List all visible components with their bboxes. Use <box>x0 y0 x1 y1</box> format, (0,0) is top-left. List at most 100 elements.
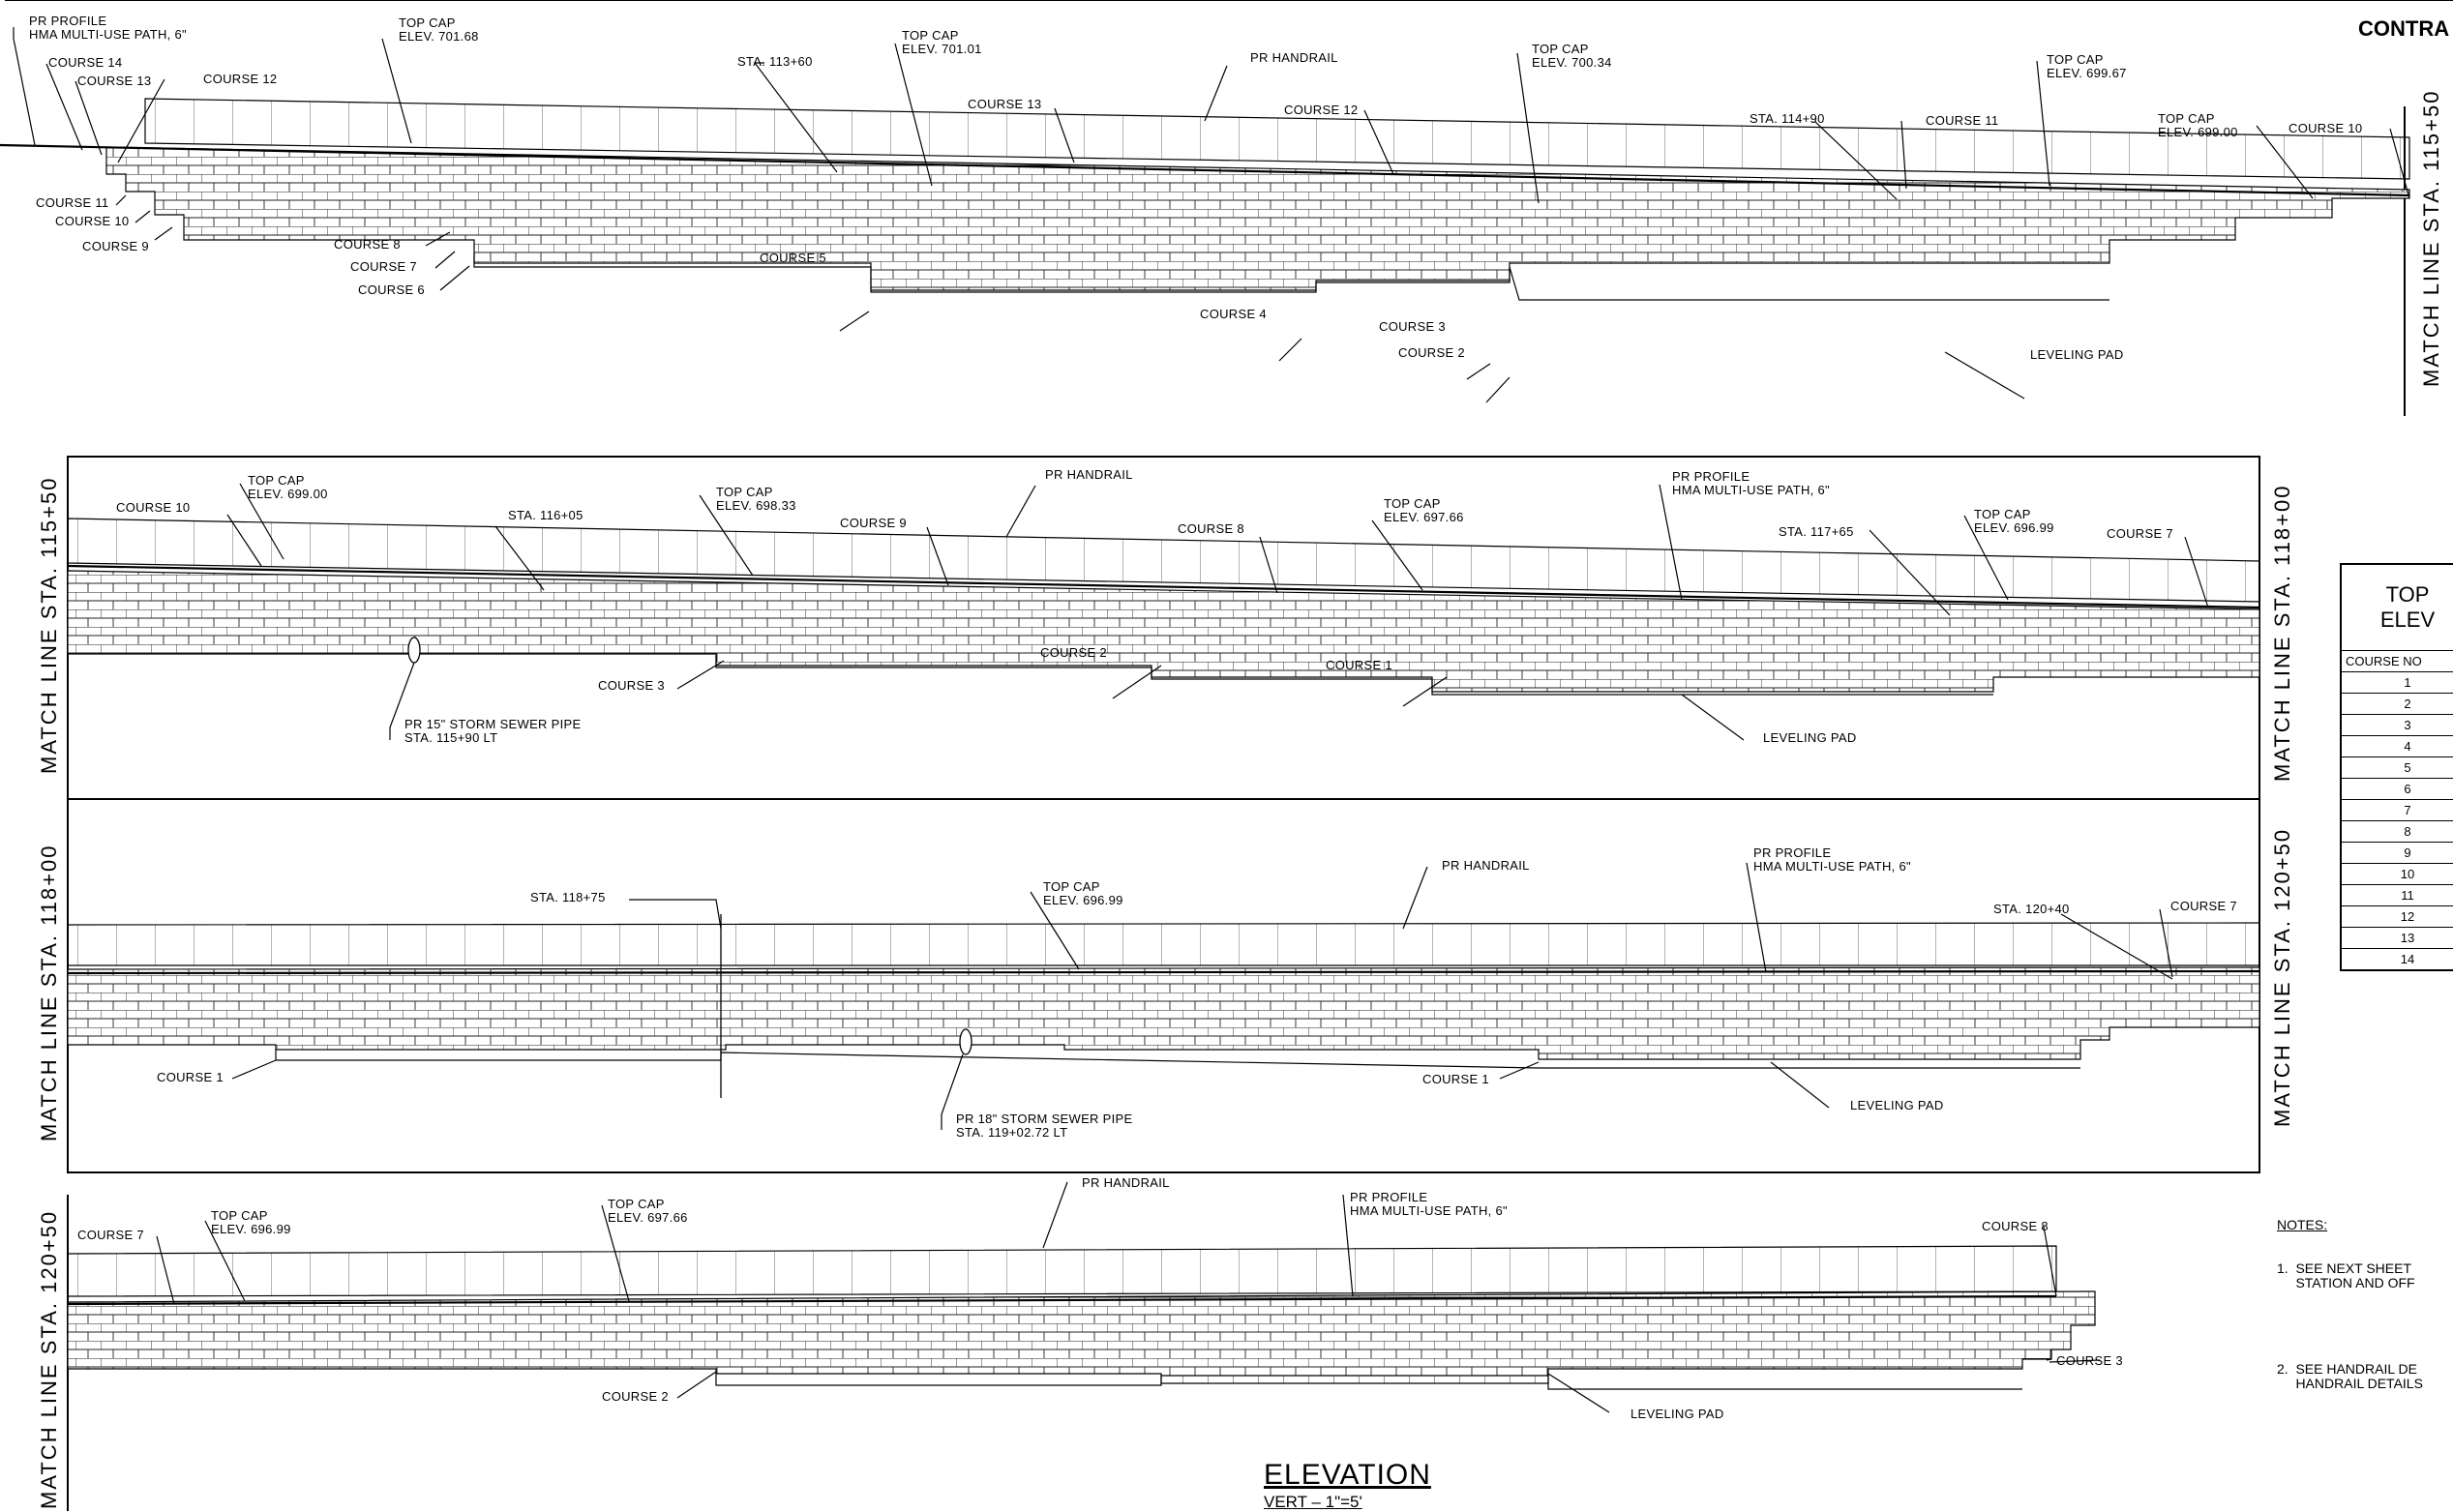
table-row: 4 <box>2340 735 2453 757</box>
table-row: 12 <box>2340 905 2453 928</box>
panel2-pr-profile-label: PR PROFILE HMA MULTI-USE PATH, 6" <box>1672 469 1830 497</box>
panel3-sta-118-75: STA. 118+75 <box>530 890 606 904</box>
table-row: 13 <box>2340 927 2453 949</box>
panel2-topcap-696-99: TOP CAP ELEV. 696.99 <box>1974 507 2054 535</box>
panel4-course7-label: COURSE 7 <box>77 1228 144 1242</box>
sheet-title: CONTRA <box>2358 16 2450 41</box>
panel4-pr-profile-label: PR PROFILE HMA MULTI-USE PATH, 6" <box>1350 1190 1508 1218</box>
panel4-brick-wall <box>67 1290 2096 1384</box>
panel4-leveling-pad-label: LEVELING PAD <box>1630 1407 1724 1421</box>
table-row: 6 <box>2340 778 2453 800</box>
panel4-course8-label: COURSE 8 <box>1982 1219 2049 1233</box>
panel1-course14-label: COURSE 14 <box>48 55 123 70</box>
panel4-course2-label: COURSE 2 <box>602 1389 669 1404</box>
panel1-match-line-right: MATCH LINE STA. 115+50 <box>2419 89 2443 387</box>
panel3-topcap-696-99: TOP CAP ELEV. 696.99 <box>1043 879 1123 907</box>
panel4-profile-line <box>67 1294 2057 1306</box>
panel2-match-line-right: MATCH LINE STA. 118+00 <box>2270 484 2294 782</box>
panel4-course3-label: COURSE 3 <box>2056 1353 2123 1368</box>
panel1-course7-label: COURSE 7 <box>350 259 417 274</box>
panel1-course13b-label: COURSE 13 <box>968 97 1042 111</box>
panel3-leveling-pad-label: LEVELING PAD <box>1850 1098 1944 1112</box>
panel1-course4-label: COURSE 4 <box>1200 307 1267 321</box>
panel2-leveling-pad-label: LEVELING PAD <box>1763 730 1857 745</box>
table-row: 3 <box>2340 714 2453 736</box>
panel1-course3-label: COURSE 3 <box>1379 319 1446 334</box>
panel2-topcap-699-00: TOP CAP ELEV. 699.00 <box>248 473 328 501</box>
panel1-course10b-label: COURSE 10 <box>2288 121 2363 135</box>
table-row: 8 <box>2340 820 2453 843</box>
panel4-handrail <box>67 1245 2057 1297</box>
panel1-course2-label: COURSE 2 <box>1398 345 1465 360</box>
panel1-course5-label: COURSE 5 <box>760 251 826 265</box>
notes-heading: NOTES: <box>2277 1217 2328 1232</box>
panel1-course6-label: COURSE 6 <box>358 282 425 297</box>
table-row: 14 <box>2340 948 2453 971</box>
table-col-header: COURSE NO <box>2340 650 2453 672</box>
panel2-leveling-pad <box>715 656 1993 696</box>
panel1-course12b-label: COURSE 12 <box>1284 103 1359 117</box>
elevation-title: ELEVATION <box>1264 1459 1431 1491</box>
top-cap-elevation-table: TOP ELEV COURSE NO 1 2 3 4 5 6 7 8 9 10 … <box>2340 563 2453 971</box>
panel1-leveling-pad <box>473 253 2109 301</box>
panel1-course8-label: COURSE 8 <box>334 237 401 252</box>
panel2-course3-label: COURSE 3 <box>598 678 665 693</box>
panel3-course1-right-label: COURSE 1 <box>1422 1072 1489 1086</box>
panel3-storm-pipe <box>959 1028 972 1055</box>
panel2-topcap-697-66: TOP CAP ELEV. 697.66 <box>1384 496 1464 524</box>
panel2-sta-117-65: STA. 117+65 <box>1779 524 1854 539</box>
panel1-handrail-label: PR HANDRAIL <box>1250 50 1338 65</box>
sheet-border <box>5 0 2453 1511</box>
table-row: 5 <box>2340 756 2453 779</box>
panel1-course11-label: COURSE 11 <box>36 195 109 210</box>
panel2-match-line-left: MATCH LINE STA. 115+50 <box>37 476 61 774</box>
panel4-match-line-left: MATCH LINE STA. 120+50 <box>37 1209 61 1509</box>
panel1-topcap-699-00: TOP CAP ELEV. 699.00 <box>2158 111 2238 139</box>
panel2-sta-116-05: STA. 116+05 <box>508 508 583 522</box>
panel2-course9-label: COURSE 9 <box>840 516 907 530</box>
table-row: 10 <box>2340 863 2453 885</box>
panel3-brick-wall <box>67 966 2260 1060</box>
table-row: 11 <box>2340 884 2453 906</box>
panel4-topcap-697-66: TOP CAP ELEV. 697.66 <box>608 1197 688 1225</box>
panel1-wall <box>0 98 2410 301</box>
panel2-course8-label: COURSE 8 <box>1178 521 1244 536</box>
panel2-course7-label: COURSE 7 <box>2107 526 2173 541</box>
panel2-profile-line <box>67 564 2260 609</box>
panel1-pr-profile-label: PR PROFILE HMA MULTI-USE PATH, 6" <box>29 14 187 42</box>
panel1-sta-113-60: STA. 113+60 <box>737 54 813 69</box>
panel4-handrail-label: PR HANDRAIL <box>1082 1175 1170 1190</box>
panel4-leveling-pad <box>715 1372 2022 1390</box>
panel1-course12-label: COURSE 12 <box>203 72 278 86</box>
elevation-scale: VERT – 1"=5' <box>1264 1493 1362 1511</box>
panel3-course7-label: COURSE 7 <box>2170 899 2237 913</box>
panel3-match-line-right: MATCH LINE STA. 120+50 <box>2270 827 2294 1127</box>
panel1-sta-114-90: STA. 114+90 <box>1750 111 1825 126</box>
panel1-topcap-699-67: TOP CAP ELEV. 699.67 <box>2047 52 2127 80</box>
panel3-handrail <box>67 922 2260 966</box>
panel3-course1-left-label: COURSE 1 <box>157 1070 224 1084</box>
panel2-course2-label: COURSE 2 <box>1040 645 1107 660</box>
panel1-topcap-701-01: TOP CAP ELEV. 701.01 <box>902 28 982 56</box>
panel3-pr-profile-label: PR PROFILE HMA MULTI-USE PATH, 6" <box>1753 845 1911 874</box>
table-row: 9 <box>2340 842 2453 864</box>
panel2-handrail-label: PR HANDRAIL <box>1045 467 1133 482</box>
leader-lines <box>13 27 2410 1413</box>
panel1-topcap-700-34: TOP CAP ELEV. 700.34 <box>1532 42 1612 70</box>
table-header: TOP ELEV <box>2340 563 2453 651</box>
notes-block: NOTES: 1. SEE NEXT SHEET STATION AND OFF… <box>2277 1189 2423 1406</box>
note-1: 1. SEE NEXT SHEET STATION AND OFF <box>2277 1260 2415 1290</box>
panel2-course1-label: COURSE 1 <box>1326 658 1392 672</box>
panel3-wall <box>67 914 2260 1098</box>
panel2-storm-pipe <box>407 637 421 664</box>
table-row: 1 <box>2340 671 2453 694</box>
note-2: 2. SEE HANDRAIL DE HANDRAIL DETAILS <box>2277 1361 2423 1391</box>
panel1-profile-line <box>0 143 2410 197</box>
panel1-course13-label: COURSE 13 <box>77 74 152 88</box>
panel3-match-line-left: MATCH LINE STA. 118+00 <box>37 844 61 1141</box>
panel1-leveling-pad-label: LEVELING PAD <box>2030 347 2124 362</box>
panel1-course10-label: COURSE 10 <box>55 214 130 228</box>
panel2-topcap-698-33: TOP CAP ELEV. 698.33 <box>716 485 796 513</box>
table-row: 7 <box>2340 799 2453 821</box>
